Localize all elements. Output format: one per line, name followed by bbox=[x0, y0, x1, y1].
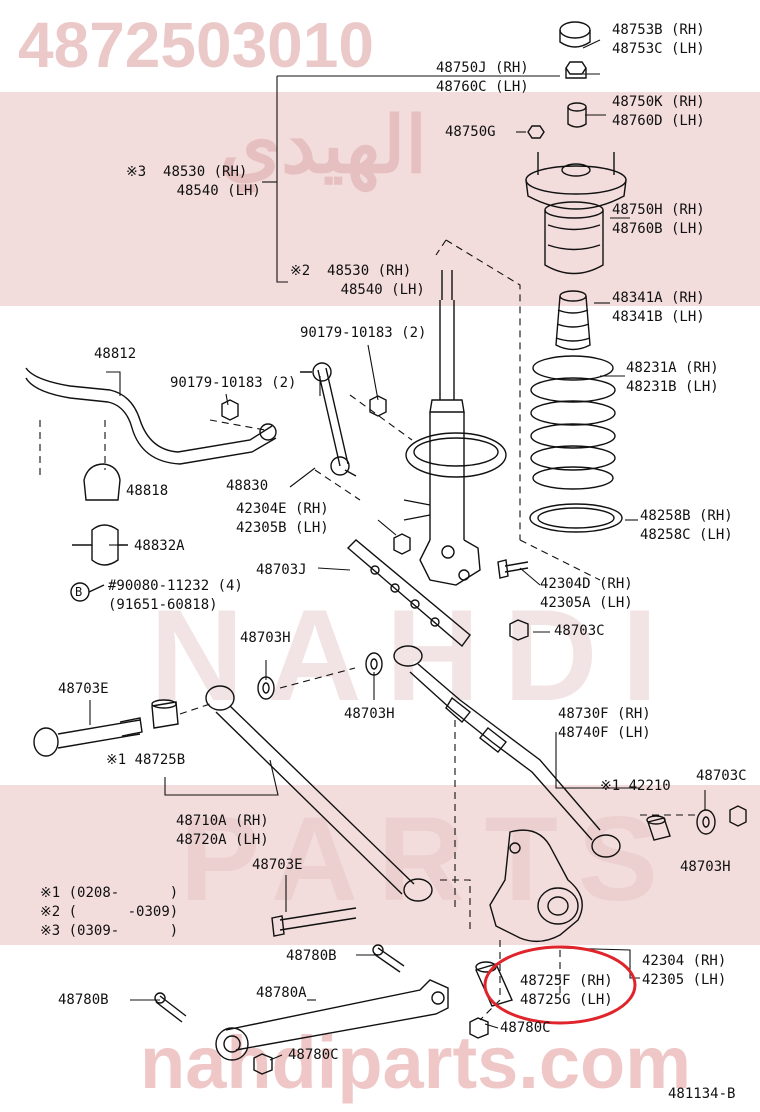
label-48818: 48818 bbox=[126, 483, 169, 499]
label-48703h-a: 48703H bbox=[240, 630, 291, 646]
upper-support-48750h bbox=[525, 152, 627, 275]
spring-seat-48258 bbox=[529, 503, 623, 533]
washer-48703h-c bbox=[696, 809, 716, 835]
washer-48703h-a bbox=[257, 676, 275, 700]
label-48725f: 48725F (RH)48725G (LH) bbox=[520, 973, 613, 1008]
nut-48750j bbox=[565, 61, 587, 79]
label-42304e: 42304E (RH)42305B (LH) bbox=[236, 501, 329, 536]
stabilizer-link-48830 bbox=[300, 362, 357, 477]
watermark-nahdi: NAHDI bbox=[150, 582, 682, 728]
label-48258: 48258B (RH)48258C (LH) bbox=[640, 508, 733, 543]
label-48832a: 48832A bbox=[134, 538, 185, 554]
assembly-dashed-lines bbox=[39, 239, 700, 1021]
trailing-arm-48780a bbox=[215, 979, 449, 1061]
label-48703h-b: 48703H bbox=[344, 706, 395, 722]
bolt-48780b-a bbox=[372, 944, 405, 973]
bushing-48725b bbox=[151, 699, 179, 729]
label-48812: 48812 bbox=[94, 346, 137, 362]
bolt-48780b-b bbox=[154, 992, 187, 1023]
label-48753: 48753B (RH)48753C (LH) bbox=[612, 22, 705, 57]
shock-absorber bbox=[403, 270, 507, 586]
watermark-site: nahdiparts.com bbox=[140, 1021, 691, 1104]
footnote-3: ※3 (0309- ) bbox=[40, 923, 179, 939]
stabilizer-bar-48812 bbox=[25, 367, 277, 465]
label-48703h-c: 48703H bbox=[680, 859, 731, 875]
bracket-48832a bbox=[72, 524, 128, 566]
bushing-48818 bbox=[83, 463, 121, 501]
highlight-ellipse bbox=[483, 945, 637, 1025]
label-48750j: 48750J (RH)48760C (LH) bbox=[436, 60, 529, 95]
label-48703j: 48703J bbox=[256, 562, 307, 578]
nut-48780c-b bbox=[253, 1053, 273, 1075]
nut-48750g bbox=[527, 125, 545, 139]
label-48780c-a: 48780C bbox=[500, 1020, 551, 1036]
nut-48703c-lower bbox=[729, 805, 747, 827]
label-48730f: 48730F (RH)48740F (LH) bbox=[558, 706, 651, 741]
label-42210: ※1 42210 bbox=[600, 778, 671, 794]
label-48703c-b: 48703C bbox=[696, 768, 747, 784]
bushing-42210 bbox=[646, 815, 671, 841]
label-48780c-b: 48780C bbox=[288, 1047, 339, 1063]
lower-arm-48710a bbox=[205, 685, 433, 902]
plate-48703j bbox=[346, 539, 471, 648]
label-48780b-b: 48780B bbox=[58, 992, 109, 1008]
washer-48703h-b bbox=[365, 652, 383, 676]
watermark-part-number: 4872503010 bbox=[18, 9, 374, 81]
label-90179-a: 90179-10183 (2) bbox=[300, 325, 427, 341]
steering-knuckle bbox=[489, 829, 583, 943]
bump-stopper-48341 bbox=[555, 290, 591, 351]
nut-48703c-upper bbox=[509, 619, 529, 641]
footnote-1: ※1 (0208- ) bbox=[40, 885, 179, 901]
upper-arm-48730f bbox=[393, 645, 621, 858]
label-48780a: 48780A bbox=[256, 985, 307, 1001]
label-90179-b: 90179-10183 (2) bbox=[170, 375, 297, 391]
bolt-42304d bbox=[497, 559, 529, 579]
label-42304: 42304 (RH)42305 (LH) bbox=[642, 953, 727, 988]
watermark-band-bottom bbox=[0, 785, 760, 945]
callout-b-circle bbox=[70, 582, 105, 602]
top-cap-part bbox=[559, 21, 591, 48]
label-48710a: 48710A (RH)48720A (LH) bbox=[176, 813, 269, 848]
label-48780b-a: 48780B bbox=[286, 948, 337, 964]
label-48530-3: ※3 48530 (RH) 48540 (LH) bbox=[126, 164, 261, 199]
label-48703e-a: 48703E bbox=[58, 681, 109, 697]
label-48750h: 48750H (RH)48760B (LH) bbox=[612, 202, 705, 237]
long-bolt-48703e-upper bbox=[33, 717, 143, 757]
footnotes: ※1 (0208- ) ※2 ( -0309) ※3 (0309- ) bbox=[40, 884, 178, 941]
label-48750k: 48750K (RH)48760D (LH) bbox=[612, 94, 705, 129]
watermark-band-top bbox=[0, 92, 760, 306]
label-48750g: 48750G bbox=[445, 124, 496, 140]
label-48830: 48830 bbox=[226, 478, 269, 494]
label-48231: 48231A (RH)48231B (LH) bbox=[626, 360, 719, 395]
long-bolt-48703e-lower bbox=[271, 907, 357, 937]
label-90080: #90080-11232 (4)(91651-60818) bbox=[108, 578, 243, 613]
collar-48750k bbox=[567, 102, 587, 128]
nut-48780c-a bbox=[469, 1017, 489, 1039]
callout-b-letter: B bbox=[75, 585, 83, 599]
label-48341: 48341A (RH)48341B (LH) bbox=[612, 290, 705, 325]
footnote-2: ※2 ( -0309) bbox=[40, 904, 179, 920]
coil-spring-48231 bbox=[530, 355, 616, 490]
label-42304d: 42304D (RH)42305A (LH) bbox=[540, 576, 633, 611]
label-48530-2: ※2 48530 (RH) 48540 (LH) bbox=[290, 263, 425, 298]
label-48725b: ※1 48725B bbox=[106, 752, 186, 768]
watermark-arabic: الهيدي bbox=[220, 101, 427, 189]
label-48703e-b: 48703E bbox=[252, 857, 303, 873]
figure-code: 481134-B bbox=[668, 1086, 736, 1102]
label-48703c-a: 48703C bbox=[554, 623, 605, 639]
small-nuts bbox=[221, 395, 411, 555]
